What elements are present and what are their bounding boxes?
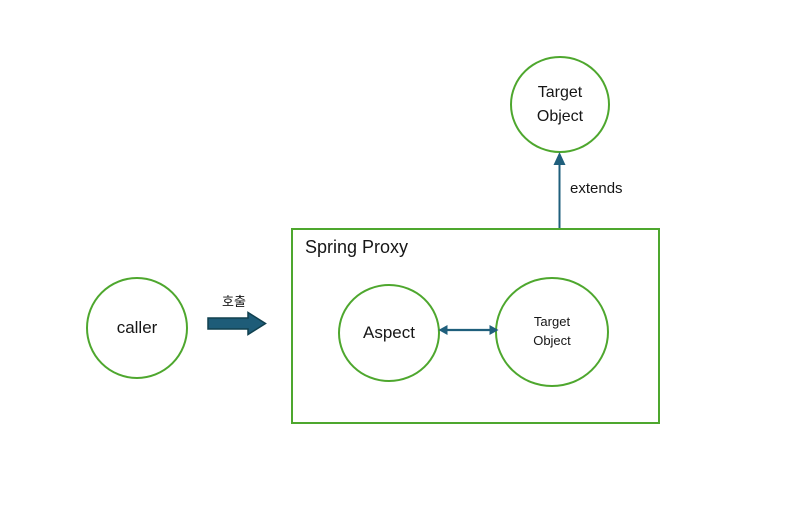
target-object-inner-label: Target Object — [533, 313, 571, 351]
aspect-circle: Aspect — [338, 284, 440, 382]
aspect-label: Aspect — [363, 322, 415, 342]
spring-proxy-box: Spring Proxy — [291, 228, 660, 424]
target-object-circle-top: Target Object — [510, 56, 610, 153]
call-block-arrow — [207, 311, 267, 336]
target-object-top-line2: Object — [536, 107, 584, 125]
extends-label: extends — [570, 180, 623, 197]
target-object-top-line1: Target — [537, 84, 583, 102]
spring-proxy-title: Spring Proxy — [305, 237, 409, 257]
extends-arrow — [553, 152, 566, 229]
call-label: 호출 — [222, 294, 246, 309]
caller-label: caller — [116, 317, 158, 337]
bidirectional-arrow — [438, 325, 499, 335]
target-object-inner-line1: Target — [533, 314, 571, 330]
caller-circle: caller — [86, 277, 188, 379]
target-object-inner-line2: Object — [533, 333, 571, 348]
target-object-top-label: Target Object — [537, 81, 583, 127]
target-object-circle-inner: Target Object — [495, 277, 609, 387]
